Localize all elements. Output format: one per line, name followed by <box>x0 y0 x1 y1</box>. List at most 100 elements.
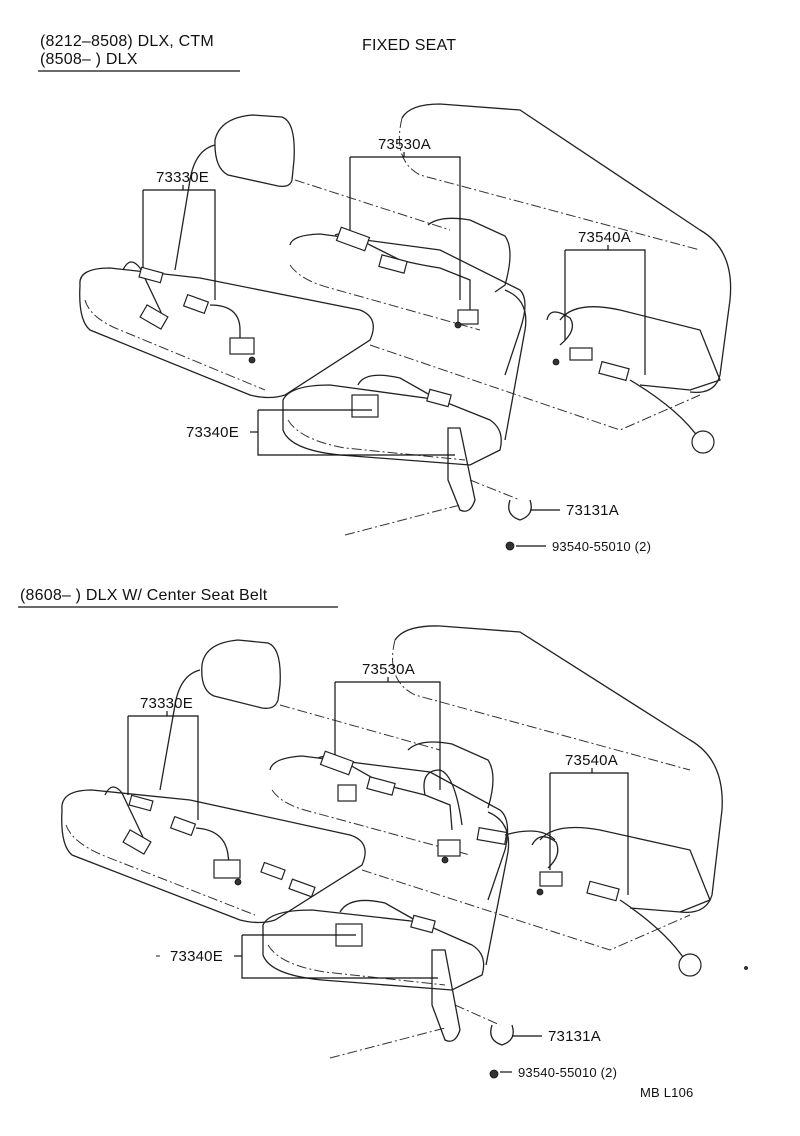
bracket-73131a <box>490 1024 514 1046</box>
header-range-line-1: (8212–8508) DLX, CTM <box>40 33 214 50</box>
cushion-center <box>269 755 509 901</box>
belt-73340e <box>357 374 431 396</box>
section-2-heading: (8608– ) DLX W/ Center Seat Belt <box>20 587 268 604</box>
retractor-73530a <box>319 750 355 776</box>
tongue-73330e <box>128 794 154 812</box>
part-label-73131a: 73131A <box>548 1028 601 1045</box>
belt-73340e <box>339 899 416 921</box>
seat-back-left-edge <box>159 669 201 791</box>
tongue-center-b <box>288 878 316 898</box>
bolt-73540a <box>536 888 544 896</box>
tongue-73540a <box>598 360 630 382</box>
anchor-73330e <box>213 859 241 879</box>
part-label-73530a: 73530A <box>378 136 431 153</box>
belt-73540a-loop <box>531 836 559 869</box>
tongue-73340e <box>410 914 436 934</box>
belt-73540a-loop <box>546 311 574 346</box>
figure-code: MB L106 <box>640 1085 694 1100</box>
header-range-line-2: (8508– ) DLX <box>40 51 138 68</box>
part-label-73530a: 73530A <box>362 661 415 678</box>
belt-73540a <box>619 899 686 961</box>
bolt-73330e <box>234 878 242 886</box>
headrest-left <box>214 114 295 188</box>
part-label-73340e: 73340E <box>170 948 223 965</box>
cushion-front <box>262 909 485 991</box>
cushion-center <box>289 233 526 376</box>
tongue-center-a <box>260 861 286 881</box>
belt-73330e-b <box>209 304 241 345</box>
cushion-left <box>79 267 374 399</box>
floor-line-front <box>329 1027 446 1059</box>
buckle-73540a <box>569 347 593 361</box>
seat-back-front <box>485 811 510 966</box>
cushion-front-seam <box>267 944 446 986</box>
part-label-73330e: 73330E <box>140 695 193 712</box>
leaders-1 <box>142 152 646 551</box>
buckle-73330e-b <box>169 815 197 837</box>
retractor-73530a <box>335 226 371 252</box>
backrest-rear-seam <box>392 639 691 771</box>
floor-line <box>361 869 691 951</box>
bolt-73530a <box>454 321 462 329</box>
anchor-73530a <box>437 839 461 857</box>
buckle-73530a-b <box>337 784 357 802</box>
buckle-center <box>476 826 508 846</box>
leaders-2 <box>127 677 629 1079</box>
backrest-rear <box>401 103 732 394</box>
seat-back-left-edge <box>174 144 216 271</box>
cushion-front-seam <box>287 419 466 461</box>
backrest-rear <box>394 625 723 914</box>
bracket-73131a-strap <box>431 949 461 1042</box>
part-label-bolt: 93540-55010 (2) <box>552 539 652 554</box>
headrest-right <box>407 741 494 809</box>
speck <box>744 966 748 970</box>
part-label-73131a: 73131A <box>566 502 619 519</box>
retractor-73340e <box>351 394 379 418</box>
cushion-left <box>61 789 366 924</box>
retractor-73540a <box>678 953 702 977</box>
part-label-bolt: 93540-55010 (2) <box>518 1065 618 1080</box>
belt-73330e-b <box>195 827 231 871</box>
buckle-73330e <box>139 304 169 330</box>
cushion-center-seam <box>271 789 471 856</box>
headrest-right <box>427 217 511 293</box>
bolt-73330e <box>248 356 256 364</box>
tongue-73330e <box>138 266 164 284</box>
floor-line-front <box>344 504 461 536</box>
retractor-73540a <box>691 430 715 454</box>
cushion-left-seam <box>65 824 256 916</box>
tongue-73340e <box>426 388 452 408</box>
cushion-right <box>539 826 711 913</box>
backrest-rear-edge <box>279 704 441 751</box>
buckle-73540a <box>539 871 563 887</box>
belt-center-b <box>504 830 556 841</box>
anchor-line <box>469 479 521 501</box>
page-title: FIXED SEAT <box>362 37 457 54</box>
headrest-left <box>201 639 281 709</box>
seat-illustration-1 <box>79 103 732 536</box>
cushion-right <box>559 306 721 391</box>
buckle-73330e-b <box>182 293 210 315</box>
floor-line <box>369 344 701 431</box>
buckle-73330e <box>122 829 152 855</box>
seat-illustration-2 <box>61 625 748 1059</box>
part-label-73330e: 73330E <box>156 169 209 186</box>
tongue-73540a <box>586 880 620 902</box>
anchor-73530a <box>457 309 479 325</box>
anchor-73330e <box>229 337 255 355</box>
part-label-73540a: 73540A <box>578 229 631 246</box>
backrest-rear-edge <box>294 179 451 231</box>
bolt-73540a <box>552 358 560 366</box>
anchor-line <box>454 1004 501 1026</box>
part-label-73340e: 73340E <box>186 424 239 441</box>
backrest-rear-seam <box>398 117 701 251</box>
buckle-73530a <box>366 776 396 796</box>
seat-back-front <box>504 289 527 441</box>
bracket-73131a-strap <box>447 427 476 512</box>
cushion-center-seam <box>289 264 481 331</box>
cushion-left-seam <box>84 299 266 391</box>
bracket-73131a <box>508 499 532 521</box>
part-label-73540a: 73540A <box>565 752 618 769</box>
